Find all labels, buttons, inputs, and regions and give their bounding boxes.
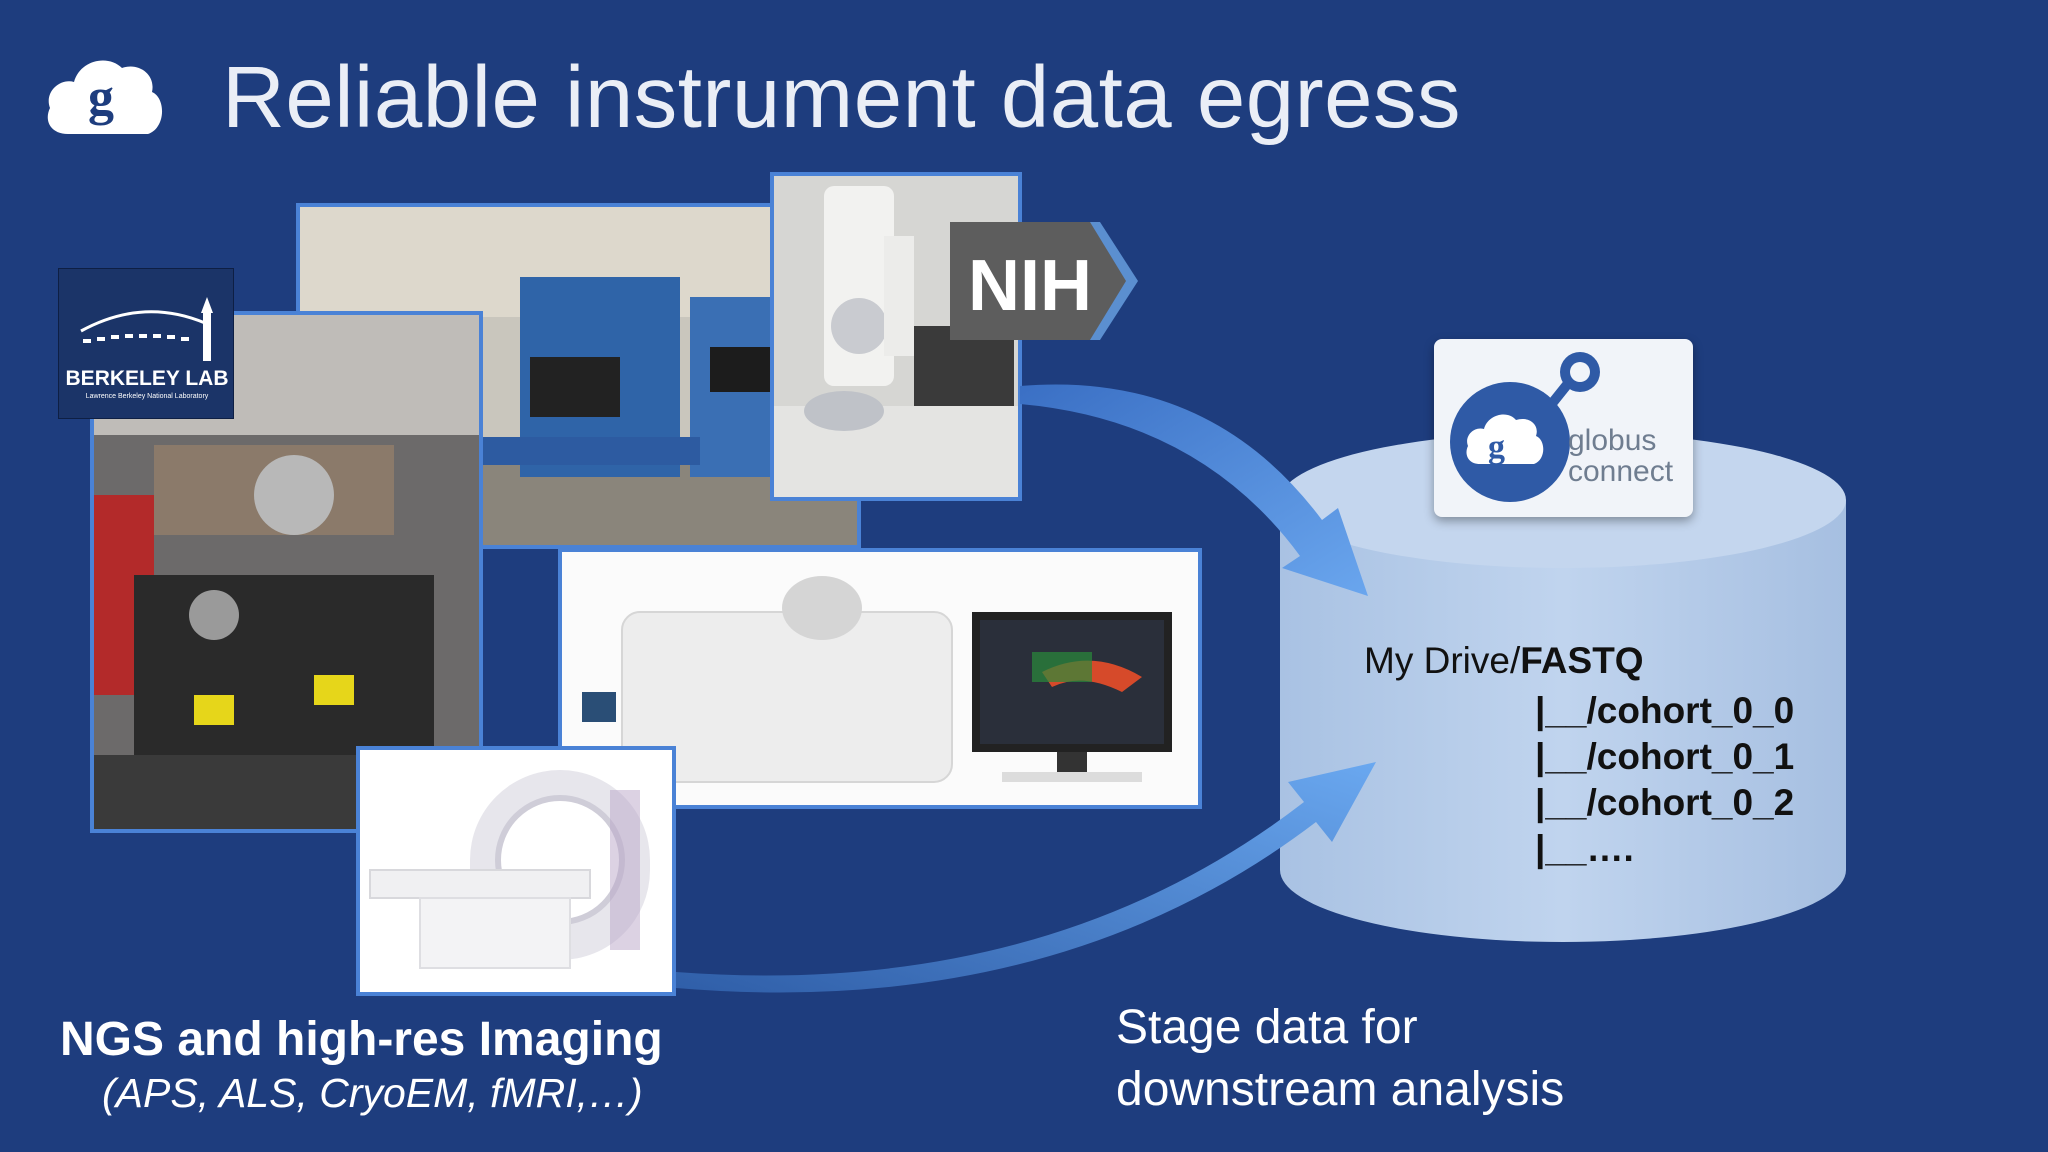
nih-label: NIH: [968, 246, 1092, 326]
stage-caption-line1: Stage data for: [1116, 1001, 1418, 1054]
berkeley-lab-name: BERKELEY LAB: [65, 367, 229, 390]
slide-title: Reliable instrument data egress: [222, 49, 1461, 146]
berkeley-lab-logo: BERKELEY LAB Lawrence Berkeley National …: [58, 268, 234, 419]
svg-text:g: g: [88, 69, 114, 126]
globus-connect-line1: globus: [1568, 424, 1657, 457]
globus-logo-icon: g: [47, 60, 163, 134]
drive-path-prefix: My Drive/: [1364, 640, 1521, 681]
globus-connect-line2: connect: [1568, 455, 1674, 488]
berkeley-lab-subtitle: Lawrence Berkeley National Laboratory: [85, 393, 209, 400]
nih-badge: [950, 222, 1138, 340]
stage-caption-line2: downstream analysis: [1116, 1063, 1565, 1116]
drive-entry: |__/cohort_0_1: [1535, 736, 1795, 777]
caption-main: NGS and high-res Imaging: [60, 1013, 663, 1066]
stage-arrow: [676, 762, 1376, 993]
caption-sub: (APS, ALS, CryoEM, fMRI,…): [102, 1070, 643, 1116]
drive-path: My Drive/FASTQ: [1364, 640, 1644, 682]
mri-scanner-photo: [356, 746, 676, 996]
drive-entry: |__/cohort_0_0: [1535, 690, 1795, 731]
drive-entry: |__….: [1535, 828, 1634, 869]
svg-text:g: g: [1488, 429, 1505, 466]
ingest-arrow: [1020, 384, 1368, 596]
globus-connect-icon: g: [1450, 352, 1600, 502]
drive-entry: |__/cohort_0_2: [1535, 782, 1795, 823]
drive-folder: FASTQ: [1520, 640, 1644, 681]
